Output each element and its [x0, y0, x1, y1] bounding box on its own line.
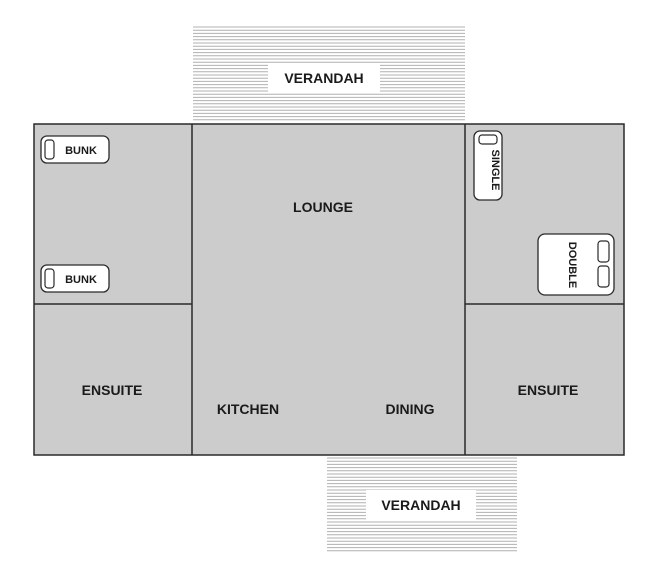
room-kitchen-label: KITCHEN — [217, 401, 279, 417]
bed-double-pillow-top — [597, 240, 610, 263]
bed-single-frame — [473, 130, 503, 201]
room-ensuite-right-label: ENSUITE — [518, 382, 579, 398]
bed-bunk-top-label: BUNK — [65, 145, 97, 157]
verandah-bottom-label-bg — [366, 490, 476, 520]
verandah-top: VERANDAH — [193, 26, 465, 121]
bed-bunk-bottom-frame — [40, 264, 110, 293]
bed-double-pillow-bottom — [597, 265, 610, 288]
verandah-top-label: VERANDAH — [284, 70, 363, 86]
bed-double: DOUBLE — [537, 233, 615, 296]
building-outline — [33, 123, 625, 456]
bed-double-frame — [537, 233, 615, 296]
bed-double-label: DOUBLE — [566, 242, 578, 288]
bed-single-label: SINGLE — [489, 150, 501, 191]
bed-bunk-bottom-label: BUNK — [65, 274, 97, 286]
bed-bunk-top-frame — [40, 135, 110, 164]
bed-bunk-top-pillow — [44, 139, 55, 160]
room-dining-label: DINING — [386, 401, 435, 417]
verandah-top-label-bg — [268, 64, 380, 92]
bed-bunk-top: BUNK — [40, 135, 110, 164]
bed-bunk-bottom-pillow — [44, 268, 55, 289]
verandah-bottom-label: VERANDAH — [381, 497, 460, 513]
room-lounge-label: LOUNGE — [293, 199, 353, 215]
verandah-bottom: VERANDAH — [327, 457, 517, 552]
bed-bunk-bottom: BUNK — [40, 264, 110, 293]
room-ensuite-left-label: ENSUITE — [82, 382, 143, 398]
bed-single-pillow — [478, 134, 498, 145]
bed-single: SINGLE — [473, 130, 503, 201]
